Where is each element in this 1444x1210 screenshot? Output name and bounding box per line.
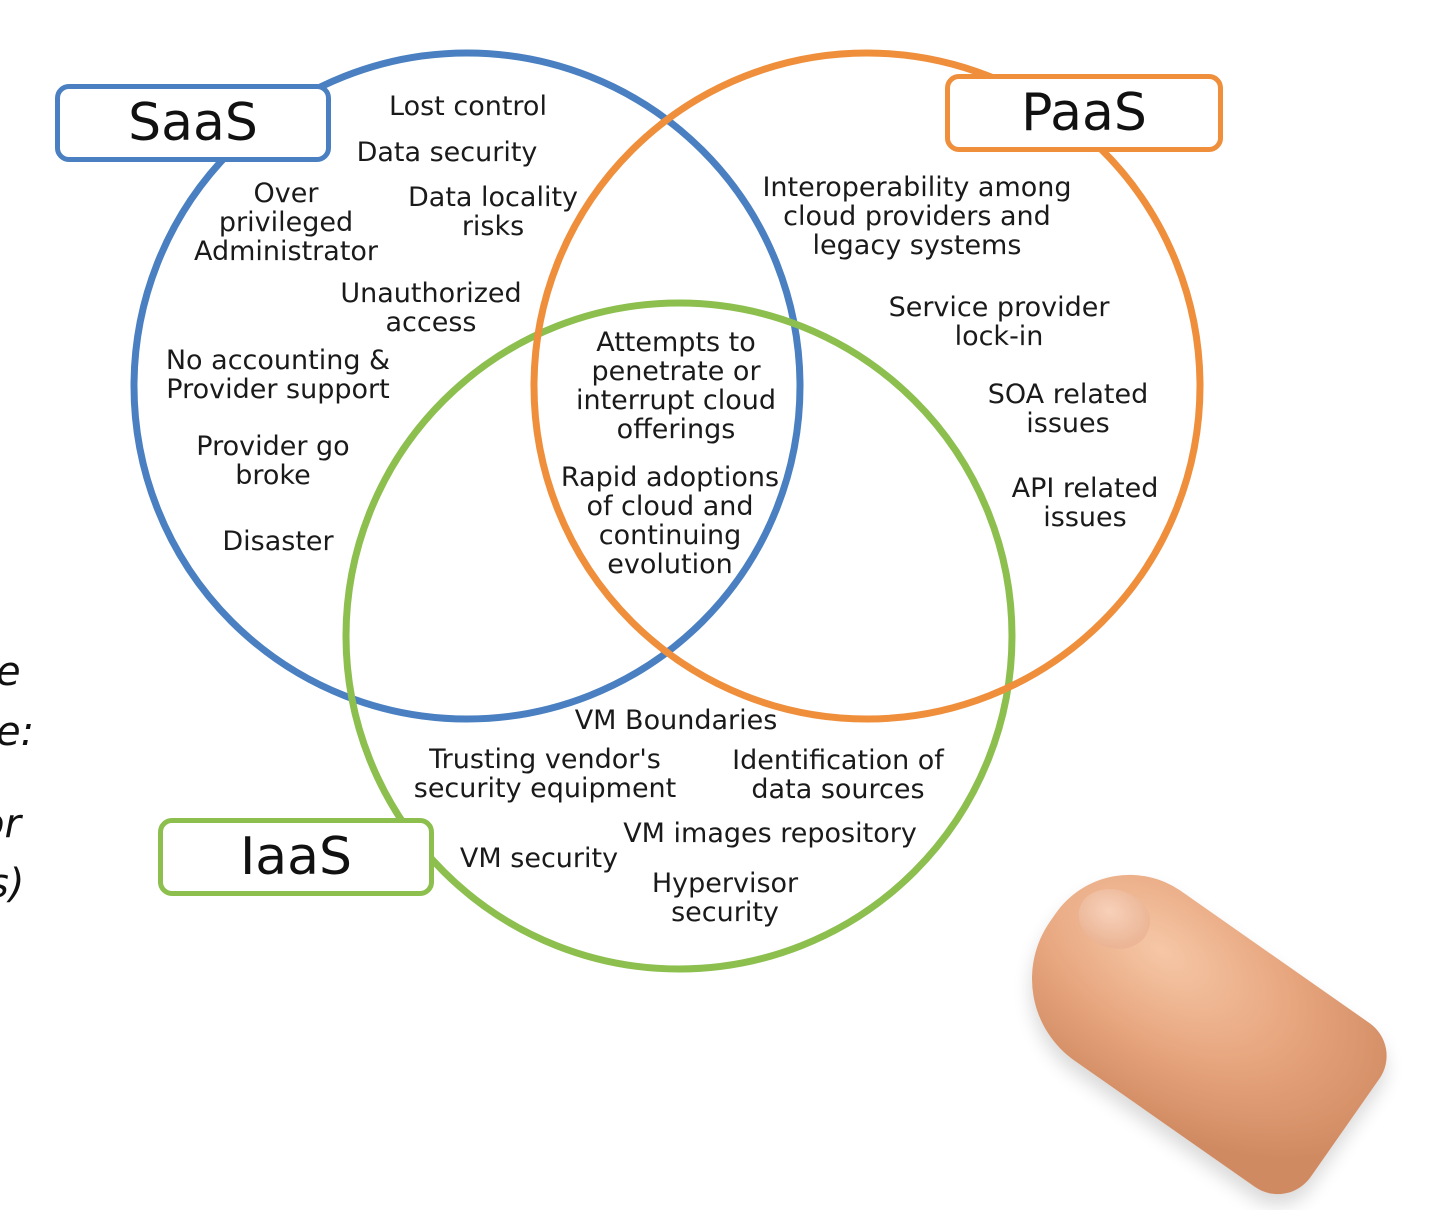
item-provider-broke: Provider go broke xyxy=(196,431,350,491)
paas-label: PaaS xyxy=(1021,83,1147,143)
edge-text-1: e xyxy=(0,650,21,694)
saas-label-box: SaaS xyxy=(55,84,331,162)
item-lock-in: Service provider lock-in xyxy=(888,292,1110,352)
venn-diagram xyxy=(130,49,1204,973)
saas-circle xyxy=(130,49,804,723)
edge-text-3: or xyxy=(0,801,21,847)
item-soa: SOA related issues xyxy=(987,379,1149,439)
item-lost-control: Lost control xyxy=(389,91,547,122)
item-api: API related issues xyxy=(1011,473,1159,533)
paas-label-box: PaaS xyxy=(945,74,1223,152)
edge-text-4: s) xyxy=(0,861,25,907)
item-over-privileged: Over privileged Administrator xyxy=(193,178,379,267)
iaas-label: IaaS xyxy=(239,827,353,887)
item-unauthorized: Unauthorized access xyxy=(340,278,522,338)
item-rapid: Rapid adoptions of cloud and continuing … xyxy=(560,462,780,580)
edge-text-2: e: xyxy=(0,709,35,755)
item-no-accounting: No accounting & Provider support xyxy=(165,345,391,405)
item-trusting-vendor: Trusting vendor's security equipment xyxy=(413,744,677,804)
iaas-label-box: IaaS xyxy=(158,818,434,896)
item-attempts: Attempts to penetrate or interrupt cloud… xyxy=(575,327,777,445)
item-vm-security: VM security xyxy=(459,843,619,874)
item-data-locality: Data locality risks xyxy=(407,182,579,242)
paas-circle xyxy=(530,49,1204,723)
iaas-circle xyxy=(342,299,1016,973)
item-vm-boundaries: VM Boundaries xyxy=(574,705,778,736)
item-interoperability: Interoperability among cloud providers a… xyxy=(762,172,1072,261)
saas-label: SaaS xyxy=(128,93,258,153)
item-disaster: Disaster xyxy=(222,526,334,557)
item-identification: Identification of data sources xyxy=(732,745,944,805)
item-vm-images: VM images repository xyxy=(623,818,917,849)
item-hypervisor: Hypervisor security xyxy=(651,868,799,928)
item-data-security: Data security xyxy=(356,137,538,168)
